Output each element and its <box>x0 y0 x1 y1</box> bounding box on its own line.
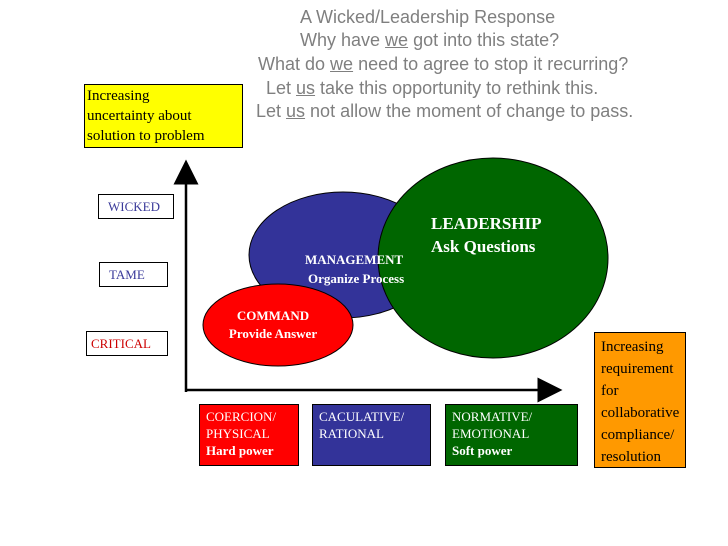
leadership-label: LEADERSHIP Ask Questions <box>431 214 542 256</box>
x-axis-label: Increasing requirement for collaborative… <box>594 332 686 468</box>
title-line-2: Why have we got into this state? <box>300 30 560 50</box>
title-line-1: A Wicked/Leadership Response <box>300 7 556 27</box>
power-calculative: CACULATIVE/ RATIONAL <box>312 404 431 466</box>
power-normative: NORMATIVE/ EMOTIONAL Soft power <box>445 404 578 466</box>
command-circle <box>202 283 354 367</box>
level-critical: CRITICAL <box>86 331 168 356</box>
y-axis-label: Increasing uncertainty about solution to… <box>84 84 243 148</box>
level-tame: TAME <box>99 262 168 287</box>
management-label: MANAGEMENT Organize Process <box>305 252 405 286</box>
title-line-5: Let us not allow the moment of change to… <box>256 101 634 121</box>
power-coercion: COERCION/ PHYSICAL Hard power <box>199 404 299 466</box>
leadership-circle <box>377 157 609 359</box>
title-line-4: Let us take this opportunity to rethink … <box>266 78 599 98</box>
title-line-3: What do we need to agree to stop it recu… <box>258 54 629 74</box>
level-wicked: WICKED <box>98 194 174 219</box>
command-label: COMMAND Provide Answer <box>228 308 318 341</box>
